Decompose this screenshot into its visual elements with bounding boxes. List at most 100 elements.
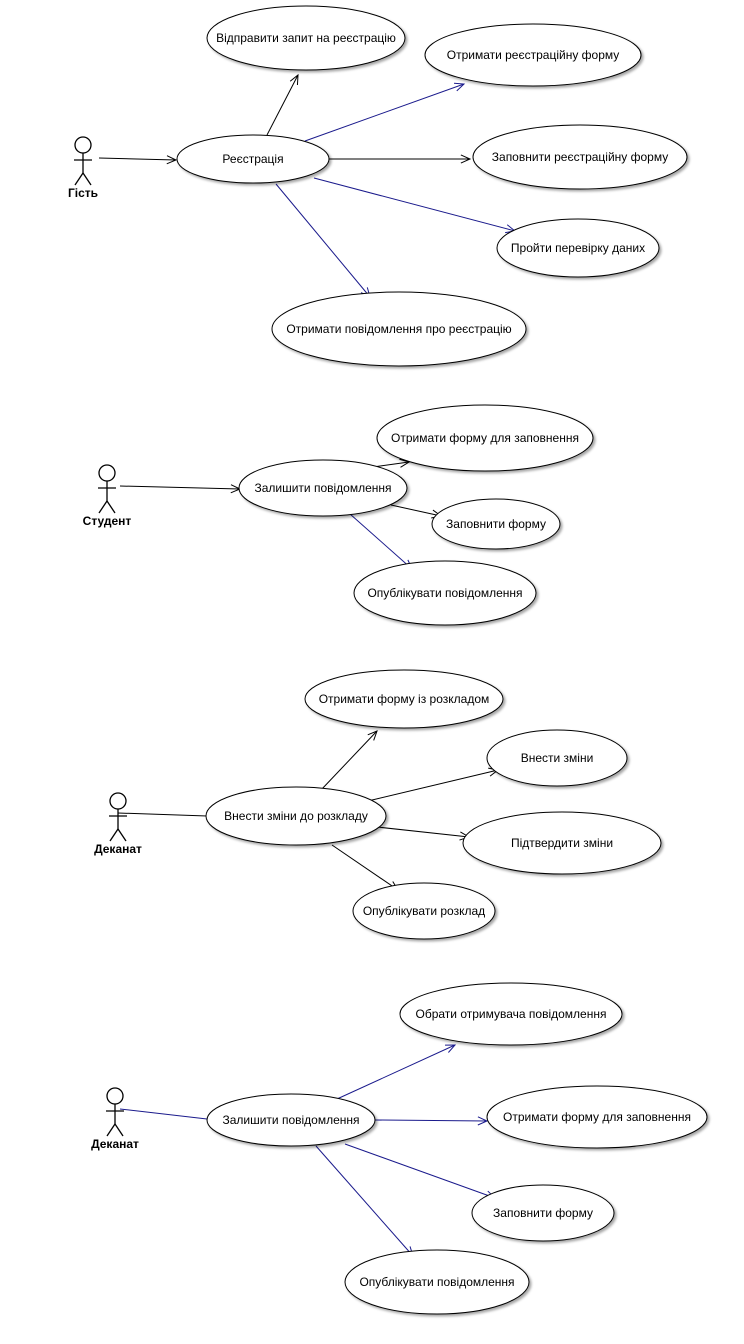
use-case-ellipse[interactable] [353,560,537,626]
use-case-label: Отримати реєстраційну форму [447,48,620,62]
use-case-ellipse[interactable] [344,1249,530,1315]
use-case-ellipse[interactable] [462,811,662,875]
use-case-get_form[interactable]: Отримати реєстраційну форму [424,23,642,87]
edge-line [336,1044,456,1100]
edge-guest-to-reg [98,155,178,165]
actor-guest: Гість [68,136,98,200]
edge-reg-to-send_req [266,73,299,136]
actor-label: Деканат [91,1137,139,1151]
edge-line [313,177,516,232]
edge-line [367,769,499,802]
actor-label: Деканат [94,842,142,856]
edge-line [266,74,299,136]
use-case-publish_sched[interactable]: Опублікувати розклад [352,882,496,940]
stick-figure-icon [109,792,127,842]
edge-line [315,1145,414,1257]
edge-leave_msg1-to-publish_msg1 [349,513,413,570]
edge-line [119,1108,208,1120]
arrow-head-icon [289,73,299,86]
edge-leave_msg2-to-fill_form2 [344,1143,497,1200]
use-case-ellipse[interactable] [352,882,496,940]
use-case-fill_form2[interactable]: Заповнити форму [471,1184,615,1242]
use-case-ellipse[interactable] [399,982,623,1046]
edge-leave_msg2-to-get_fill_form2 [374,1116,489,1126]
use-case-reg[interactable]: Реєстрація [176,134,330,184]
use-case-ellipse[interactable] [206,1093,376,1147]
edge-dean1-to-sched_changes [117,812,208,817]
use-case-leave_msg1[interactable]: Залишити повідомлення [238,459,408,517]
actor-dean2: Деканат [91,1087,139,1151]
use-case-label: Підтвердити зміни [511,836,613,850]
edge-sched_changes-to-confirm [376,826,471,841]
stick-figure-icon [106,1087,124,1137]
use-case-ellipse[interactable] [486,729,628,787]
arrow-head-icon [399,458,411,468]
use-case-label: Заповнити форму [446,517,546,531]
use-case-label: Обрати отримувача повідомлення [416,1007,607,1021]
edge-line [374,1119,488,1122]
edge-line [349,513,413,570]
actor-label: Гість [68,186,98,200]
edge-dean2-to-leave_msg2 [119,1108,208,1120]
stick-figure-icon [98,464,116,514]
use-case-send_req[interactable]: Відправити запит на реєстрацію [206,5,406,71]
use-case-ellipse[interactable] [271,291,527,367]
use-case-label: Отримати форму для заповнення [503,1110,691,1124]
actor-label: Студент [83,514,132,528]
use-case-ellipse[interactable] [238,459,408,517]
edge-line [331,844,399,891]
use-case-label: Заповнити реєстраційну форму [492,150,668,164]
use-case-fill_reg[interactable]: Заповнити реєстраційну форму [472,124,688,190]
edge-leave_msg2-to-publish_msg2 [315,1145,414,1257]
use-case-label: Реєстрація [222,152,283,166]
use-case-publish_msg2[interactable]: Опублікувати повідомлення [344,1249,530,1315]
use-case-label: Заповнити форму [493,1206,593,1220]
use-case-ellipse[interactable] [471,1184,615,1242]
edge-reg-to-fill_reg [329,154,472,164]
edge-line [119,485,241,490]
use-case-label: Опублікувати повідомлення [367,586,522,600]
use-case-ellipse[interactable] [431,498,561,550]
use-case-leave_msg2[interactable]: Залишити повідомлення [206,1093,376,1147]
use-case-ellipse[interactable] [496,218,660,278]
use-case-publish_msg1[interactable]: Опублікувати повідомлення [353,560,537,626]
use-case-verify[interactable]: Пройти перевірку даних [496,218,660,278]
edge-sched_changes-to-get_sched_form [320,730,378,791]
edge-reg-to-get_form [304,82,466,142]
use-case-ellipse[interactable] [304,669,504,729]
edge-line [98,157,177,161]
use-case-label: Отримати повідомлення про реєстрацію [286,322,511,336]
edge-student-to-leave_msg1 [119,484,242,494]
use-case-label: Залишити повідомлення [222,1113,359,1127]
use-case-ellipse[interactable] [472,124,688,190]
use-case-get_sched_form[interactable]: Отримати форму із розкладом [304,669,504,729]
arrow-head-icon [367,730,378,741]
use-case-get_fill_form2[interactable]: Отримати форму для заповнення [486,1085,708,1149]
use-case-ellipse[interactable] [176,134,330,184]
use-case-label: Пройти перевірку даних [511,241,645,255]
use-case-make_changes[interactable]: Внести зміни [486,729,628,787]
arrow-head-icon [444,1044,457,1053]
edge-line [275,183,371,298]
use-case-ellipse[interactable] [424,23,642,87]
edge-line [344,1143,496,1199]
use-case-label: Отримати форму із розкладом [319,692,490,706]
use-case-confirm[interactable]: Підтвердити зміни [462,811,662,875]
edge-reg-to-verify [313,177,517,234]
use-case-ellipse[interactable] [206,5,406,71]
edge-line [390,504,442,517]
edge-line [117,812,208,817]
use-case-label: Внести зміни [521,751,594,765]
use-case-ellipse[interactable] [376,404,594,472]
edge-reg-to-get_notice [275,183,371,298]
arrow-head-icon [166,155,178,165]
use-case-ellipse[interactable] [486,1085,708,1149]
use-case-ellipse[interactable] [205,786,387,846]
use-case-fill_form1[interactable]: Заповнити форму [431,498,561,550]
use-case-label: Внести зміни до розкладу [224,809,368,823]
use-case-get_notice[interactable]: Отримати повідомлення про реєстрацію [271,291,527,367]
use-case-sched_changes[interactable]: Внести зміни до розкладу [205,786,387,846]
use-case-get_fill_form1[interactable]: Отримати форму для заповнення [376,404,594,472]
use-case-choose_recipient[interactable]: Обрати отримувача повідомлення [399,982,623,1046]
edge-leave_msg1-to-fill_form1 [390,504,443,519]
